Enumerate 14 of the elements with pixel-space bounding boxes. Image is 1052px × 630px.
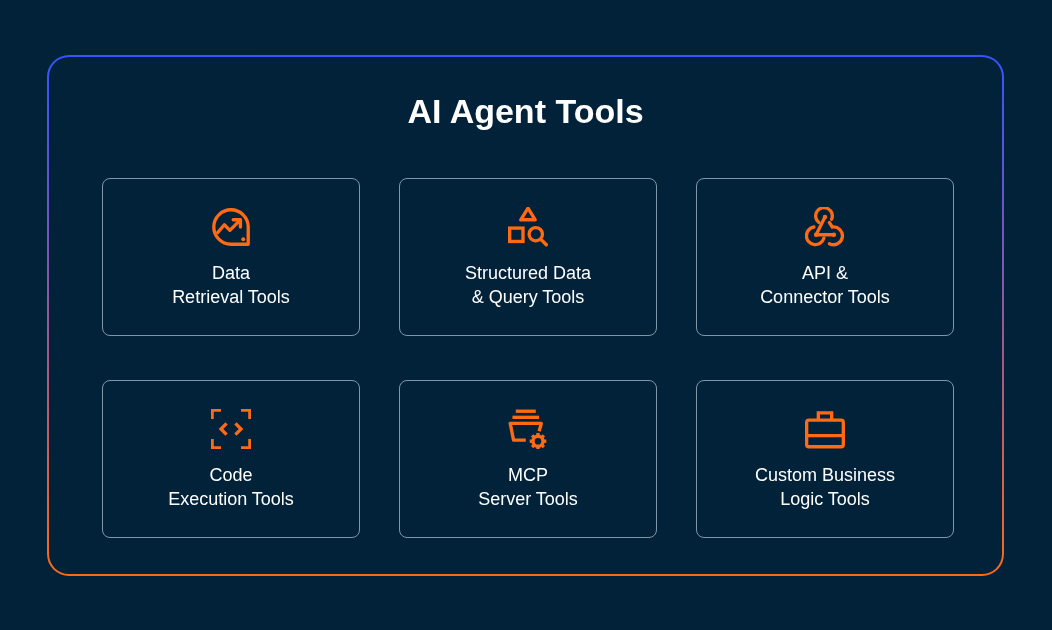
- card-label: MCP Server Tools: [478, 464, 578, 511]
- card-label: Data Retrieval Tools: [172, 262, 290, 309]
- tool-card: [399, 380, 657, 538]
- card-label: Structured Data & Query Tools: [464, 262, 592, 309]
- tool-card: [696, 380, 954, 538]
- tool-card: [102, 178, 360, 336]
- outer-panel: [47, 55, 1004, 576]
- panel-heading: AI Agent Tools: [407, 91, 644, 131]
- card-label: Code Execution Tools: [168, 464, 294, 511]
- tool-card: [102, 380, 360, 538]
- card-label: API & Connector Tools: [760, 262, 890, 309]
- tool-card: [399, 178, 657, 336]
- tool-card: [696, 178, 954, 336]
- card-label: Custom Business Logic Tools: [754, 464, 896, 511]
